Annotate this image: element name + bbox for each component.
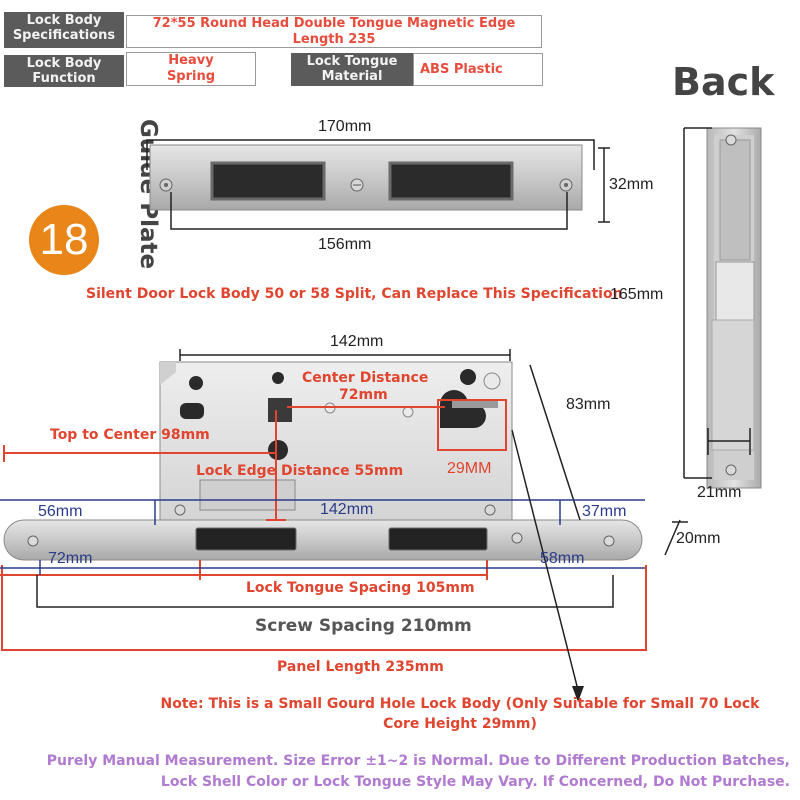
lock-height: 83mm bbox=[566, 396, 611, 413]
dim-left-72: 72mm bbox=[48, 550, 93, 567]
replace-note: Silent Door Lock Body 50 or 58 Split, Ca… bbox=[86, 286, 623, 302]
top-to-center: Top to Center 98mm bbox=[50, 427, 210, 443]
dim-left-56: 56mm bbox=[38, 503, 83, 520]
spec-label-function: Lock Body Function bbox=[4, 55, 124, 87]
guide-plate bbox=[149, 144, 583, 211]
tongue-spacing: Lock Tongue Spacing 105mm bbox=[246, 580, 475, 596]
panel-length: Panel Length 235mm bbox=[277, 659, 444, 675]
lock-edge-distance: Lock Edge Distance 55mm bbox=[196, 463, 404, 479]
spec-value-tongue-material: ABS Plastic bbox=[413, 53, 543, 86]
center-distance-value: 72mm bbox=[339, 387, 388, 403]
dim-thickness: 20mm bbox=[676, 530, 721, 547]
disclaimer: Purely Manual Measurement. Size Error ±1… bbox=[46, 753, 790, 790]
center-distance-title: Center Distance bbox=[302, 370, 429, 386]
dim-right-37: 37mm bbox=[582, 503, 627, 520]
guide-plate-height: 32mm bbox=[609, 176, 654, 193]
guide-plate-width-top: 170mm bbox=[318, 118, 372, 135]
back-title: Back bbox=[672, 60, 775, 104]
faceplate bbox=[3, 504, 643, 561]
spec-label-tongue-material: Lock Tongue Material bbox=[291, 53, 413, 86]
number-badge: 18 bbox=[29, 205, 99, 275]
screw-spacing: Screw Spacing 210mm bbox=[255, 616, 472, 636]
spec-label-lock-body: Lock Body Specifications bbox=[4, 12, 124, 48]
spec-value-function: Heavy Spring bbox=[126, 52, 256, 86]
dim-right-58: 58mm bbox=[540, 550, 585, 567]
lock-top-width: 142mm bbox=[330, 333, 384, 350]
gourd-hole-note: Note: This is a Small Gourd Hole Lock Bo… bbox=[160, 696, 760, 732]
back-view-plate bbox=[706, 127, 762, 489]
spec-value-lock-body: 72*55 Round Head Double Tongue Magnetic … bbox=[126, 15, 542, 48]
back-view-height: 165mm bbox=[610, 286, 664, 303]
lock-body bbox=[159, 361, 513, 521]
back-view-width: 21mm bbox=[697, 484, 742, 501]
dim-mid-142: 142mm bbox=[320, 501, 374, 518]
guide-plate-width-bottom: 156mm bbox=[318, 236, 372, 253]
hole-height: 29MM bbox=[447, 460, 492, 477]
